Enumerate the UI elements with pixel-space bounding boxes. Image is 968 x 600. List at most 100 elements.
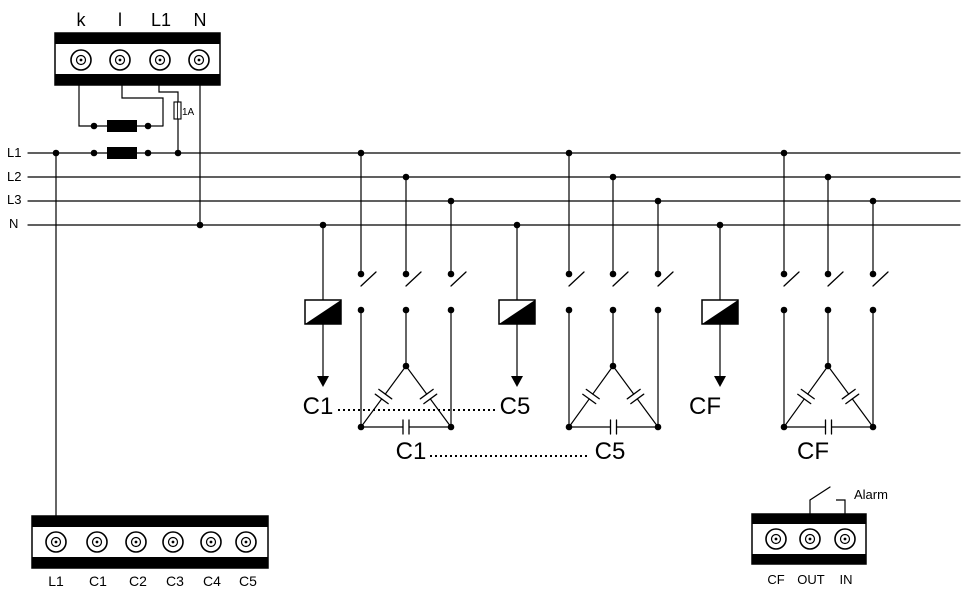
alarm-terminal-label-cf: CF [767, 572, 784, 587]
top-terminal-label-l: l [118, 10, 122, 30]
output-block-footer-bar [32, 557, 268, 568]
output-terminal-label-l1: L1 [48, 573, 64, 589]
group-2-capacitor-right-icon-lead-b [636, 398, 659, 428]
group-1-contact-blade [360, 271, 377, 287]
top-terminal-screw-2-ring [114, 54, 126, 66]
coil-label-c1: C1 [303, 393, 334, 420]
bus-label-l1: L1 [7, 145, 21, 160]
fuse-wire-top [158, 85, 179, 102]
alarm-block-header-bar [752, 514, 866, 524]
group-2-capacitor-right-icon-lead-a [612, 365, 635, 395]
group-3-capacitor-right-icon-plate-a [841, 388, 856, 400]
group-1-coil-arrow-icon [317, 376, 329, 387]
alarm-terminal-screw-1-ring [770, 533, 782, 545]
group-1-coil-fill [305, 300, 341, 324]
group-3-capacitor-right-icon-plate-b [845, 393, 860, 405]
group-2-contact-blade [612, 271, 629, 287]
alarm-contact-blade-icon [809, 486, 831, 501]
top-block-header-bar [55, 33, 220, 44]
fuse-label: 1A [182, 107, 195, 118]
group-2-capacitor-left-icon-plate-a [585, 388, 600, 400]
group-3-capacitor-right-icon-lead-a [827, 365, 850, 395]
coil-label-cf: CF [689, 393, 721, 420]
group-1-capacitor-right-icon-lead-b [429, 398, 452, 428]
group-1-contact-dot [402, 270, 410, 278]
output-terminal-screw-5-center [209, 540, 213, 544]
ct-dot [144, 149, 152, 157]
group-3-contact-blade [783, 271, 800, 287]
top-terminal-label-k: k [77, 10, 87, 30]
group-3-coil-arrow-icon [714, 376, 726, 387]
output-terminal-label-c3: C3 [166, 573, 184, 589]
group-3-capacitor-left-icon-plate-a [800, 388, 815, 400]
current-transformer-lower-icon [107, 147, 137, 159]
top-terminal-screw-4-center [197, 58, 201, 62]
group-1-capacitor-left-icon-lead-a [384, 365, 407, 395]
group-2-coil-fill [499, 300, 535, 324]
alarm-contact-wire-in [836, 499, 846, 514]
output-terminal-screw-5-ring [205, 536, 217, 548]
junction-dot [174, 149, 182, 157]
output-terminal-label-c1: C1 [89, 573, 107, 589]
junction-dot [196, 221, 204, 229]
top-terminal-screw-3-ring [154, 54, 166, 66]
group-1-contact-blade [450, 271, 467, 287]
group-1-contact-dot [357, 270, 365, 278]
alarm-label: Alarm [854, 487, 888, 502]
group-3-contact-blade [827, 271, 844, 287]
group-1-capacitor-right-icon-lead-a [405, 365, 428, 395]
group-2-contact-blade [657, 271, 674, 287]
group-2-capacitor-left-icon-lead-b [568, 398, 590, 428]
group-2-capacitor-right-icon-plate-b [630, 393, 645, 405]
coil-label-c5: C5 [500, 393, 531, 420]
bank-label-c5: C5 [595, 438, 626, 465]
output-terminal-screw-3-center [134, 540, 138, 544]
group-2-capacitor-left-icon-plate-b [582, 393, 597, 405]
group-1-contact-dot [447, 270, 455, 278]
output-terminal-label-c5: C5 [239, 573, 257, 589]
alarm-terminal-screw-3-ring [839, 533, 851, 545]
top-terminal-screw-4-ring [193, 54, 205, 66]
top-block-footer-bar [55, 74, 220, 85]
alarm-terminal-label-in: IN [840, 572, 853, 587]
output-terminal-screw-2-center [95, 540, 99, 544]
group-3-capacitor-left-icon-lead-b [783, 398, 805, 428]
bus-label-l2: L2 [7, 169, 21, 184]
group-3-capacitor-left-icon-lead-a [807, 365, 829, 395]
group-2-contact-dot [609, 270, 617, 278]
output-terminal-screw-6-ring [240, 536, 252, 548]
top-terminal-screw-3-center [158, 58, 162, 62]
group-2-capacitor-right-icon-plate-a [626, 388, 641, 400]
top-terminal-label-l1: L1 [151, 10, 171, 30]
group-3-coil-fill [702, 300, 738, 324]
alarm-terminal-label-out: OUT [797, 572, 825, 587]
group-1-capacitor-left-icon-plate-a [378, 388, 393, 400]
labels: k l L1 N 1A L1 L2 L3 N C1 C5 CF C1 C5 CF… [7, 10, 888, 589]
group-3-contact-dot [869, 270, 877, 278]
output-terminal-screw-4-center [171, 540, 175, 544]
top-terminal-label-n: N [194, 10, 207, 30]
group-1-capacitor-left-icon-lead-b [360, 398, 383, 428]
ct-wire-l [121, 85, 164, 102]
group-1-capacitor-left-icon-plate-b [374, 393, 389, 405]
group-3-contact-blade [872, 271, 889, 287]
output-terminal-screw-2-ring [91, 536, 103, 548]
bus-label-n: N [9, 216, 18, 231]
top-terminal-screw-1-ring [75, 54, 87, 66]
group-2-contact-blade [568, 271, 585, 287]
ct-dot [90, 122, 98, 130]
ct-dot [144, 122, 152, 130]
group-2-capacitor-left-icon-lead-a [592, 365, 614, 395]
group-3-contact-dot [780, 270, 788, 278]
output-terminal-screw-4-ring [167, 536, 179, 548]
group-3-capacitor-right-icon-lead-b [851, 398, 874, 428]
bus-label-l3: L3 [7, 192, 21, 207]
terminal-blocks [31, 32, 867, 569]
ct-wire-k [78, 85, 92, 127]
alarm-terminal-screw-3-center [843, 537, 847, 541]
top-terminal-screw-2-center [118, 58, 122, 62]
group-3-contact-dot [824, 270, 832, 278]
ct-dot [90, 149, 98, 157]
output-terminal-screw-3-ring [130, 536, 142, 548]
